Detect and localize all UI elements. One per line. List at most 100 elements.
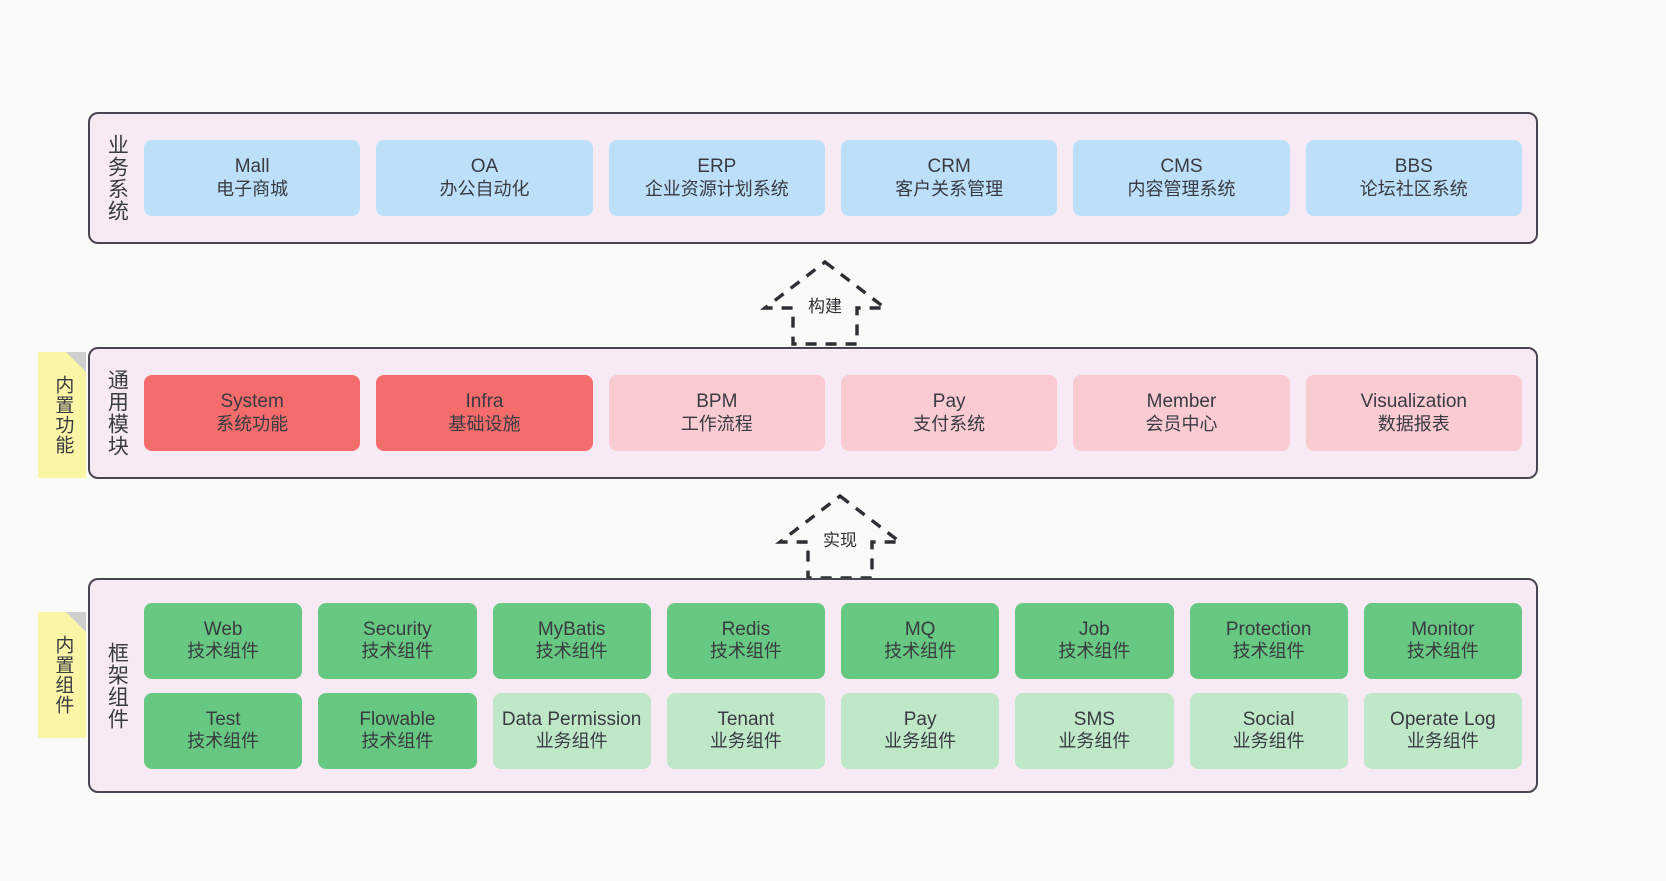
component-box-flowable[interactable]: Flowable 技术组件	[318, 692, 477, 769]
module-box-member[interactable]: Member 会员中心	[1073, 375, 1290, 451]
module-subtitle: 内容管理系统	[1127, 178, 1236, 199]
component-box-pay[interactable]: Pay 业务组件	[841, 692, 1000, 769]
connector-build-shape	[759, 259, 891, 346]
component-subtitle: 技术组件	[884, 641, 957, 662]
layer-body-framework-components: Web 技术组件 Security 技术组件 MyBatis 技术组件 Redi…	[142, 580, 1536, 791]
component-subtitle: 业务组件	[709, 731, 782, 752]
component-box-protection[interactable]: Protection 技术组件	[1189, 602, 1348, 679]
layer-body-business-systems: Mall 电子商城 OA 办公自动化 ERP 企业资源计划系统 CRM 客户关系…	[142, 114, 1536, 242]
component-name: MQ	[904, 618, 936, 640]
connector-build: 构建	[745, 256, 905, 348]
module-name: System	[220, 391, 284, 413]
component-name: Job	[1079, 618, 1110, 640]
module-box-erp[interactable]: ERP 企业资源计划系统	[608, 140, 825, 216]
component-name: MyBatis	[537, 618, 606, 640]
component-subtitle: 业务组件	[1406, 731, 1479, 752]
module-subtitle: 企业资源计划系统	[644, 178, 789, 199]
component-subtitle: 技术组件	[361, 731, 434, 752]
layer-row: Test 技术组件 Flowable 技术组件 Data Permission …	[144, 692, 1522, 769]
component-box-tenant[interactable]: Tenant 业务组件	[666, 692, 825, 769]
component-box-mq[interactable]: MQ 技术组件	[841, 602, 1000, 679]
layer-body-common-modules: System 系统功能 Infra 基础设施 BPM 工作流程 Pay 支付系统…	[142, 349, 1536, 477]
module-subtitle: 论坛社区系统	[1359, 178, 1468, 199]
component-subtitle: 技术组件	[361, 641, 434, 662]
component-box-social[interactable]: Social 业务组件	[1189, 692, 1348, 769]
component-name: Social	[1242, 708, 1295, 730]
folded-corner-icon	[66, 352, 86, 372]
module-box-visualization[interactable]: Visualization 数据报表	[1305, 375, 1522, 451]
module-name: Mall	[234, 156, 270, 178]
component-name: Flowable	[359, 708, 436, 730]
component-name: Pay	[903, 708, 937, 730]
module-subtitle: 数据报表	[1377, 413, 1450, 434]
module-name: Visualization	[1360, 391, 1467, 413]
sticky-note-builtin-features: 内置功能	[38, 352, 86, 478]
component-box-job[interactable]: Job 技术组件	[1015, 602, 1174, 679]
module-box-mall[interactable]: Mall 电子商城	[144, 140, 361, 216]
module-box-pay[interactable]: Pay 支付系统	[840, 375, 1058, 451]
module-name: Infra	[465, 391, 504, 413]
component-name: Tenant	[717, 708, 775, 730]
component-subtitle: 技术组件	[1232, 641, 1305, 662]
module-box-infra[interactable]: Infra 基础设施	[376, 375, 593, 451]
component-subtitle: 技术组件	[709, 641, 782, 662]
folded-corner-icon	[66, 612, 86, 632]
component-subtitle: 业务组件	[1058, 731, 1131, 752]
layer-panel-common-modules: 通用模块 System 系统功能 Infra 基础设施 BPM 工作流程 Pay…	[88, 347, 1538, 479]
component-box-operate-log[interactable]: Operate Log 业务组件	[1363, 692, 1522, 769]
layer-title-common-modules: 通用模块	[105, 369, 129, 457]
connector-implement: 实现	[760, 490, 920, 582]
module-box-cms[interactable]: CMS 内容管理系统	[1073, 140, 1290, 216]
component-name: Web	[203, 618, 243, 640]
module-subtitle: 办公自动化	[439, 178, 530, 199]
layer-panel-framework-components: 框架组件 Web 技术组件 Security 技术组件 MyBatis 技术组件…	[88, 578, 1538, 793]
component-box-test[interactable]: Test 技术组件	[144, 692, 303, 769]
sticky-note-builtin-components: 内置组件	[38, 612, 86, 738]
module-name: ERP	[697, 156, 737, 178]
component-name: SMS	[1073, 708, 1115, 730]
component-box-mybatis[interactable]: MyBatis 技术组件	[492, 602, 651, 679]
component-subtitle: 技术组件	[535, 641, 608, 662]
sticky-note-label: 内置功能	[52, 375, 74, 455]
component-box-data-permission[interactable]: Data Permission 业务组件	[492, 692, 651, 769]
layer-title-business-systems: 业务系统	[105, 134, 129, 222]
component-subtitle: 技术组件	[1058, 641, 1131, 662]
component-name: Monitor	[1411, 618, 1475, 640]
module-name: Member	[1146, 391, 1217, 413]
connector-build-label: 构建	[808, 297, 842, 316]
layer-row: Mall 电子商城 OA 办公自动化 ERP 企业资源计划系统 CRM 客户关系…	[144, 140, 1522, 216]
component-box-sms[interactable]: SMS 业务组件	[1015, 692, 1174, 769]
component-name: Protection	[1225, 618, 1312, 640]
component-box-monitor[interactable]: Monitor 技术组件	[1363, 602, 1522, 679]
component-name: Redis	[721, 618, 771, 640]
module-subtitle: 基础设施	[448, 413, 521, 434]
module-box-oa[interactable]: OA 办公自动化	[376, 140, 593, 216]
layer-row: System 系统功能 Infra 基础设施 BPM 工作流程 Pay 支付系统…	[144, 375, 1522, 451]
connector-implement-label: 实现	[823, 531, 857, 550]
component-box-web[interactable]: Web 技术组件	[144, 602, 303, 679]
module-box-bbs[interactable]: BBS 论坛社区系统	[1305, 140, 1522, 216]
module-name: BPM	[696, 391, 738, 413]
component-subtitle: 技术组件	[187, 641, 260, 662]
component-name: Operate Log	[1390, 708, 1496, 730]
module-box-crm[interactable]: CRM 客户关系管理	[840, 140, 1058, 216]
component-name: Data Permission	[501, 708, 642, 730]
component-subtitle: 业务组件	[1232, 731, 1305, 752]
component-subtitle: 技术组件	[1406, 641, 1479, 662]
module-box-bpm[interactable]: BPM 工作流程	[608, 375, 825, 451]
module-name: Pay	[932, 391, 966, 413]
module-name: BBS	[1394, 156, 1433, 178]
module-subtitle: 系统功能	[216, 413, 289, 434]
module-name: CMS	[1160, 156, 1203, 178]
module-name: OA	[470, 156, 499, 178]
component-box-redis[interactable]: Redis 技术组件	[666, 602, 825, 679]
component-subtitle: 技术组件	[187, 731, 260, 752]
layer-row: Web 技术组件 Security 技术组件 MyBatis 技术组件 Redi…	[144, 602, 1522, 679]
component-name: Security	[363, 618, 432, 640]
module-subtitle: 客户关系管理	[895, 178, 1004, 199]
component-box-security[interactable]: Security 技术组件	[318, 602, 477, 679]
module-box-system[interactable]: System 系统功能	[144, 375, 361, 451]
module-subtitle: 工作流程	[680, 413, 753, 434]
component-subtitle: 业务组件	[884, 731, 957, 752]
